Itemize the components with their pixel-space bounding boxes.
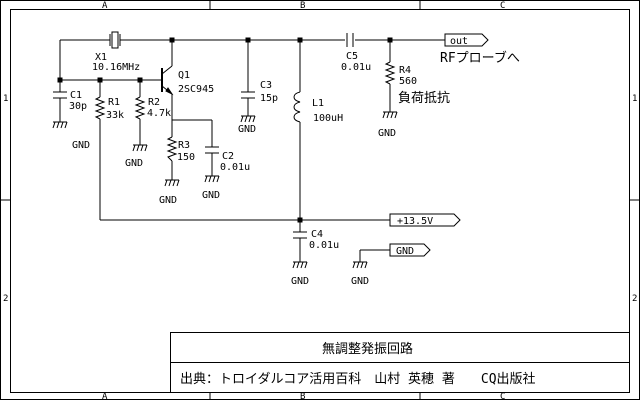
q1-transistor-symbol [161, 65, 174, 96]
rf-probe-note: RFプローブへ [440, 50, 520, 66]
zone-left-2: 2 [3, 294, 8, 304]
gnd-label-r2: GND [125, 158, 143, 169]
wires [59, 39, 445, 262]
r4-resistor-symbol [384, 61, 396, 85]
out-port [444, 33, 489, 47]
zone-right-2: 2 [632, 294, 637, 304]
r3-resistor-symbol [166, 136, 178, 162]
r2-value: 4.7k [147, 108, 171, 119]
out-port-label: out [450, 36, 468, 47]
c3-capacitor-symbol [241, 91, 255, 99]
q1-value: 2SC945 [178, 84, 214, 95]
zone-top-a: A [102, 1, 108, 11]
q1-ref: Q1 [178, 70, 190, 81]
r3-value: 150 [177, 152, 195, 163]
r4-value: 560 [399, 76, 417, 87]
c4-capacitor-symbol [293, 231, 307, 239]
zone-bottom-b: B [300, 392, 305, 400]
c5-ref: C5 [346, 51, 358, 62]
r2-ref: R2 [148, 97, 160, 108]
x1-crystal-symbol [109, 31, 121, 49]
l1-value: 100uH [313, 113, 343, 124]
gnd-label-c2: GND [202, 190, 220, 201]
title-block-source: 出典：トロイダルコア活用百科 山村 英穂 著 CQ出版社 [180, 371, 536, 387]
gnd-port-label: GND [396, 246, 414, 257]
gnd-label-r4: GND [378, 128, 396, 139]
zone-bottom-a: A [102, 392, 108, 400]
zone-top-b: B [300, 1, 305, 11]
c1-capacitor-symbol [53, 91, 67, 99]
gnd-label-c3: GND [238, 124, 256, 135]
r1-value: 33k [106, 110, 124, 121]
x1-ref: X1 [95, 52, 107, 63]
l1-ref: L1 [312, 98, 324, 109]
gnd-label-c4: GND [291, 276, 309, 287]
r1-resistor-symbol [94, 96, 106, 120]
c4-ref: C4 [311, 229, 323, 240]
gnd-label-port: GND [351, 276, 369, 287]
c1-ref: C1 [70, 90, 82, 101]
zone-top-c: C [500, 1, 505, 11]
gnd-label-r3: GND [159, 195, 177, 206]
vcc-port [389, 213, 461, 227]
r1-ref: R1 [108, 97, 120, 108]
zone-right-1: 1 [632, 94, 637, 104]
zone-bottom-c: C [500, 392, 505, 400]
c2-ref: C2 [222, 151, 234, 162]
c1-value: 30p [69, 101, 87, 112]
c4-value: 0.01u [309, 240, 339, 251]
l1-inductor-symbol [293, 91, 301, 123]
r4-ref: R4 [399, 65, 411, 76]
r2-resistor-symbol [134, 96, 146, 120]
c3-ref: C3 [260, 80, 272, 91]
gnd-label-c1: GND [72, 140, 90, 151]
r3-ref: R3 [178, 140, 190, 151]
zone-left-1: 1 [3, 94, 8, 104]
c2-value: 0.01u [220, 162, 250, 173]
gnd-port [389, 243, 431, 257]
c5-capacitor-symbol [346, 33, 354, 47]
c2-capacitor-symbol [205, 146, 219, 154]
x1-value: 10.16MHz [92, 62, 140, 73]
vcc-port-label: +13.5V [397, 216, 433, 227]
c3-value: 15p [260, 93, 278, 104]
junction-dots [57, 37, 393, 223]
c5-value: 0.01u [341, 62, 371, 73]
title-block-title: 無調整発振回路 [322, 341, 413, 357]
ground-symbols [52, 111, 398, 269]
load-resistor-note: 負荷抵抗 [398, 91, 450, 106]
